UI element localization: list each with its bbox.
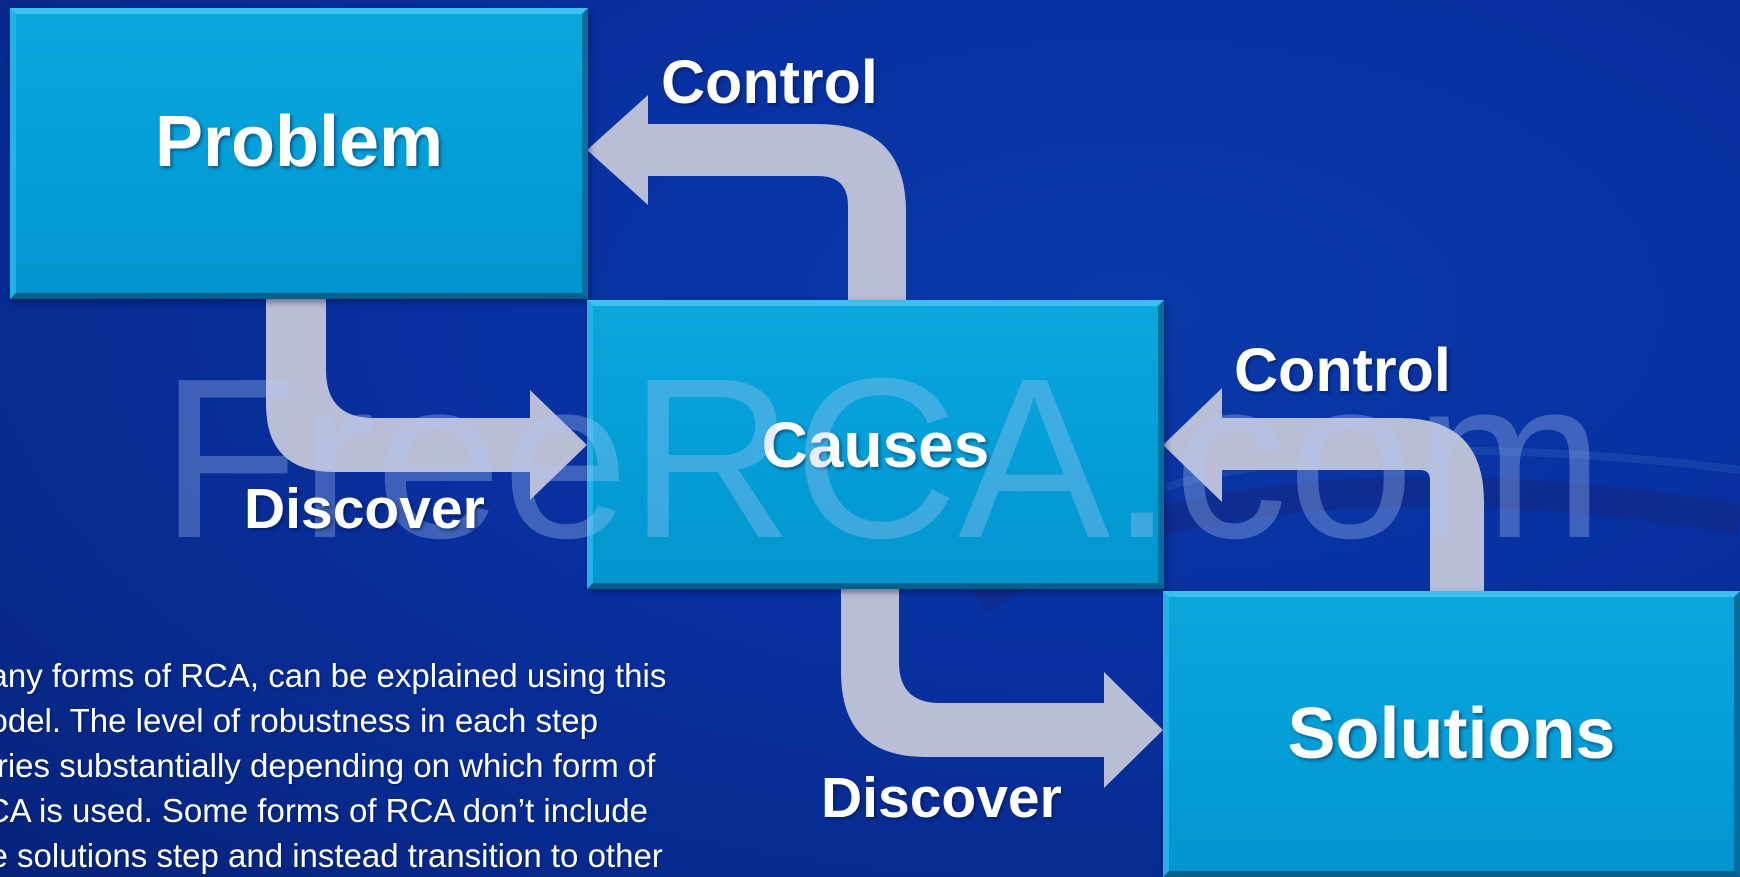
description-line: RCA is used. Some forms of RCA don’t inc… [0,792,648,829]
description-text: Many forms of RCA, can be explained usin… [0,653,792,877]
discover-arrow-problem-to-causes [266,299,587,500]
description-line: Many forms of RCA, can be explained usin… [0,657,667,694]
control-arrow-solutions-to-causes [1163,388,1484,591]
discover-label-left: Discover [244,477,485,541]
problem-box: Problem [10,8,588,299]
discover-label-bottom: Discover [821,766,1062,830]
control-arrow-causes-to-problem [587,95,906,300]
causes-box: Causes [587,300,1164,589]
causes-box-label: Causes [761,408,990,481]
solutions-box-label: Solutions [1287,694,1616,774]
description-line: the solutions step and instead transitio… [0,837,663,874]
solutions-box: Solutions [1163,591,1740,877]
description-line: model. The level of robustness in each s… [0,702,598,739]
problem-box-label: Problem [154,101,444,182]
description-line: varies substantially depending on which … [0,747,656,784]
control-label-top: Control [661,48,878,116]
discover-arrow-causes-to-solutions [841,589,1163,788]
control-label-right: Control [1234,336,1451,404]
watermark-text: FreeRCA.com [160,332,1605,586]
